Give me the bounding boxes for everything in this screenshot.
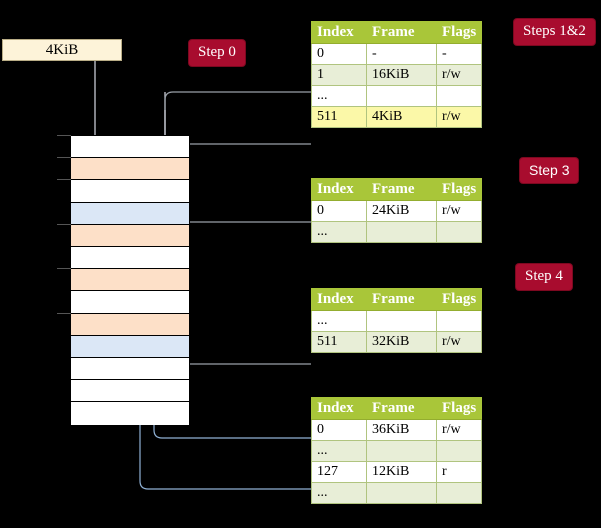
table-cell: 12KiB [366, 461, 437, 483]
table-cell: 24KiB [366, 200, 437, 222]
physical-memory-column [70, 135, 190, 425]
memory-row-tick [57, 179, 71, 181]
step-badge-step-4: Step 4 [516, 264, 572, 290]
table-cell: 127 [311, 461, 367, 483]
table-cell [436, 440, 482, 462]
table-cell: 16KiB [366, 64, 437, 86]
column-header-flags: Flags [436, 21, 482, 44]
table-row: 0-- [311, 43, 482, 65]
table-cell: - [366, 43, 437, 65]
table-cell [436, 85, 482, 107]
table-cell: r/w [436, 419, 482, 441]
memory-row-tick [57, 312, 71, 314]
table-cell: 4KiB [366, 106, 437, 128]
column-header-index: Index [311, 288, 367, 311]
column-header-flags: Flags [436, 288, 482, 311]
memory-frame-row [71, 269, 189, 292]
table-cell: 32KiB [366, 331, 437, 353]
column-header-frame: Frame [366, 288, 437, 311]
connector-step3 [177, 221, 311, 300]
memory-frame-row [71, 402, 189, 425]
step-badge-steps-1-2: Steps 1&2 [514, 19, 595, 45]
column-header-index: Index [311, 178, 367, 201]
memory-frame-row [71, 358, 189, 381]
memory-frame-row [71, 180, 189, 203]
connector-step4 [170, 313, 311, 365]
table-cell: ... [311, 440, 367, 462]
table-cell: r/w [436, 200, 482, 222]
table-cell [436, 221, 482, 243]
memory-row-tick [57, 223, 71, 225]
table-cell: r/w [436, 331, 482, 353]
table-cell: ... [311, 85, 367, 107]
memory-row-tick [57, 157, 71, 159]
column-header-frame: Frame [366, 178, 437, 201]
memory-frame-row [71, 158, 189, 181]
table-cell: 0 [311, 200, 367, 222]
table-cell: r/w [436, 106, 482, 128]
table-row: ... [311, 310, 482, 332]
cr3-frame-label: 4KiB [45, 41, 79, 58]
table-cell: 1 [311, 64, 367, 86]
table-cell: 36KiB [366, 419, 437, 441]
memory-frame-row [71, 202, 189, 225]
table-row: ... [311, 85, 482, 107]
step-badge-step-0: Step 0 [189, 40, 245, 66]
column-header-index: Index [311, 21, 367, 44]
memory-frame-row [71, 247, 189, 270]
table-row: ... [311, 440, 482, 462]
memory-frame-row [71, 291, 189, 314]
step-badge-step-3: Step 3 [520, 158, 579, 183]
memory-frame-row [71, 380, 189, 403]
memory-row-tick [57, 268, 71, 270]
memory-frame-row [71, 224, 189, 247]
table-cell: r/w [436, 64, 482, 86]
column-header-flags: Flags [436, 397, 482, 420]
table-cell: ... [311, 482, 367, 504]
cr3-frame-block: 4KiB [2, 39, 122, 61]
table-cell: 511 [311, 106, 367, 128]
column-header-flags: Flags [436, 178, 482, 201]
table-cell: ... [311, 221, 367, 243]
memory-frame-row [71, 313, 189, 336]
column-header-frame: Frame [366, 21, 437, 44]
table-row: ... [311, 482, 482, 504]
table-cell [366, 482, 437, 504]
table-cell [366, 221, 437, 243]
table-cell [366, 440, 437, 462]
table-cell [366, 85, 437, 107]
memory-row-tick [57, 135, 71, 136]
memory-frame-row [71, 335, 189, 358]
memory-frame-row [71, 136, 189, 159]
table-cell: ... [311, 310, 367, 332]
table-row: ... [311, 221, 482, 243]
table-cell: - [436, 43, 482, 65]
table-cell [366, 310, 437, 332]
table-cell: 0 [311, 43, 367, 65]
table-cell: 511 [311, 331, 367, 353]
column-header-frame: Frame [366, 397, 437, 420]
table-cell [436, 482, 482, 504]
column-header-index: Index [311, 397, 367, 420]
table-cell: r [436, 461, 482, 483]
table-cell [436, 310, 482, 332]
table-cell: 0 [311, 419, 367, 441]
